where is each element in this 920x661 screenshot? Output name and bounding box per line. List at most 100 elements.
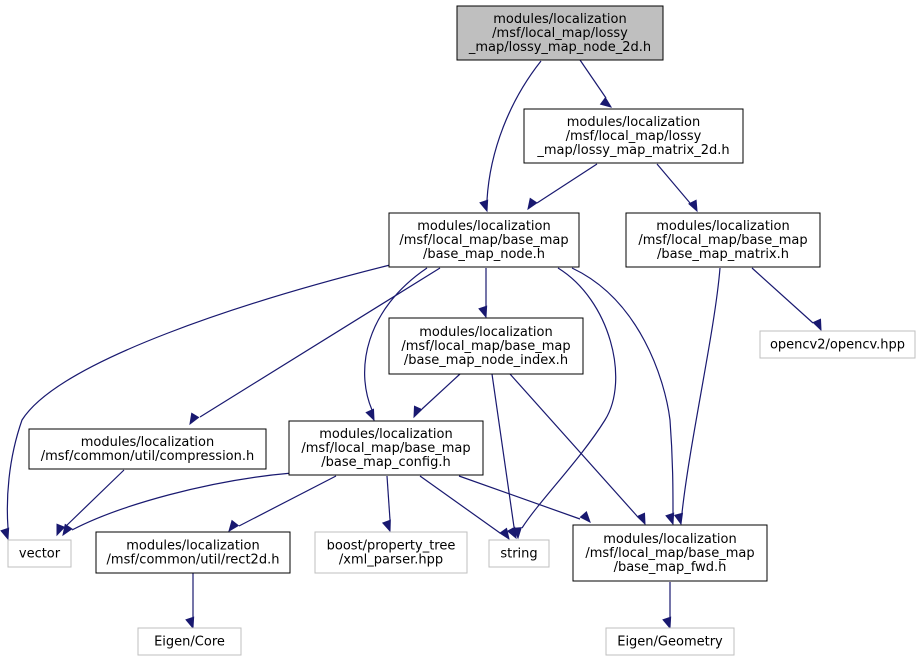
node-label-line: /msf/local_map/base_map — [399, 233, 568, 248]
node-box — [572, 524, 768, 582]
arrow-head-icon — [479, 199, 489, 213]
edge-node_h-to-config_h — [364, 267, 428, 422]
node-label-line: opencv2/opencv.hpp — [770, 338, 905, 353]
node-label-line: /msf/local_map/base_map — [585, 546, 754, 561]
edge-compression-to-vector — [56, 469, 125, 537]
arrow-head-icon — [62, 523, 73, 537]
node-base-map-node-index[interactable]: modules/localization/msf/local_map/base_… — [388, 317, 584, 375]
node-box — [523, 108, 744, 164]
edge-line — [656, 163, 691, 204]
edge-rect2d-to-eigen_core — [185, 573, 195, 630]
node-box — [388, 317, 584, 375]
node-label-line: /base_map_config.h — [321, 455, 450, 470]
node-label-line: /msf/local_map/base_map — [401, 339, 570, 354]
node-vector: vector — [7, 539, 72, 568]
edge-config_h-to-vector — [62, 472, 293, 537]
node-label-line: Eigen/Core — [154, 635, 225, 650]
node-label-line: modules/localization — [656, 219, 789, 234]
node-label-line: modules/localization — [493, 12, 626, 27]
arrow-head-icon — [636, 512, 646, 526]
edge-line — [386, 475, 391, 521]
node-label-line: /base_map_node_index.h — [404, 353, 568, 368]
node-label-line: Eigen/Geometry — [617, 635, 723, 650]
edge-line — [238, 475, 337, 527]
edge-node_h-to-string — [512, 267, 617, 540]
node-label-line: vector — [19, 547, 61, 562]
node-box — [456, 5, 664, 61]
node-opencv: opencv2/opencv.hpp — [759, 330, 916, 359]
node-label-line: modules/localization — [603, 532, 736, 547]
node-label-line: /base_map_matrix.h — [657, 247, 789, 262]
arrow-head-icon — [365, 408, 375, 422]
node-label-line: /base_map_node.h — [423, 247, 545, 262]
node-box — [388, 212, 580, 268]
node-label-line: modules/localization — [419, 325, 552, 340]
node-label-line: modules/localization — [417, 219, 550, 234]
arrow-head-icon — [812, 318, 822, 332]
node-label-line: modules/localization — [126, 539, 259, 554]
node-compression[interactable]: modules/localization/msf/common/util/com… — [28, 428, 267, 470]
arrow-head-icon — [599, 96, 613, 108]
node-label-line: string — [500, 547, 537, 562]
arrow-head-icon — [665, 512, 675, 526]
edge-matrix_h-to-fwd_h — [673, 267, 721, 526]
edge-node_h-to-fwd_h — [571, 267, 675, 526]
edge-line — [458, 475, 581, 520]
edge-line — [536, 163, 598, 204]
edge-fwd_h-to-eigen_geom — [662, 582, 672, 630]
node-label-line: _map/lossy_map_node_2d.h — [468, 40, 651, 55]
arrow-head-icon — [673, 512, 684, 526]
arrow-head-icon — [56, 523, 66, 537]
node-label-line: modules/localization — [81, 435, 214, 450]
node-box — [288, 420, 484, 476]
arrow-head-icon — [688, 199, 698, 213]
node-eigen-core: Eigen/Core — [137, 627, 242, 656]
node-box — [625, 212, 821, 268]
node-lossy-map-matrix-2d[interactable]: modules/localization/msf/local_map/lossy… — [523, 108, 744, 164]
edge-line — [199, 267, 441, 418]
edge-node_h-to-compression — [189, 267, 441, 426]
edge-line — [509, 373, 638, 517]
arrow-head-icon — [499, 527, 510, 541]
node-label-line: /msf/local_map/base_map — [301, 441, 470, 456]
edge-line — [486, 60, 542, 201]
edge-root-to-matrix2d — [579, 59, 613, 108]
node-string: string — [488, 539, 550, 568]
node-label-line: modules/localization — [567, 115, 700, 130]
edge-matrix_h-to-opencv — [751, 267, 822, 332]
edge-line — [571, 267, 674, 514]
edge-index_h-to-string — [491, 373, 517, 540]
edge-config_h-to-xml — [381, 475, 391, 533]
edge-node_h-to-vector — [0, 264, 391, 541]
node-lossy-map-node-2d[interactable]: modules/localization/msf/local_map/lossy… — [456, 5, 664, 61]
arrow-head-icon — [413, 405, 423, 419]
edge-matrix2d-to-matrix_h — [656, 163, 698, 213]
node-base-map-node[interactable]: modules/localization/msf/local_map/base_… — [388, 212, 580, 268]
node-box — [28, 428, 267, 470]
edge-line — [521, 267, 617, 529]
node-label-line: /msf/common/util/rect2d.h — [107, 553, 280, 568]
node-label-line: /msf/local_map/lossy — [492, 26, 628, 41]
node-base-map-fwd[interactable]: modules/localization/msf/local_map/base_… — [572, 524, 768, 582]
edge-line — [491, 373, 515, 528]
edge-line — [419, 475, 501, 534]
node-xml-parser: boost/property_tree/xml_parser.hpp — [314, 531, 468, 574]
edge-node_h-to-index_h — [478, 268, 488, 319]
node-box — [137, 627, 242, 656]
edge-index_h-to-fwd_h — [509, 373, 646, 526]
node-base-map-matrix[interactable]: modules/localization/msf/local_map/base_… — [625, 212, 821, 268]
node-rect2d[interactable]: modules/localization/msf/common/util/rec… — [95, 531, 291, 574]
node-box — [95, 531, 291, 574]
edge-line — [579, 59, 607, 99]
node-box — [605, 627, 735, 656]
arrow-head-icon — [506, 526, 517, 540]
node-label-line: boost/property_tree — [327, 539, 456, 554]
edge-line — [71, 472, 293, 531]
node-base-map-config[interactable]: modules/localization/msf/local_map/base_… — [288, 420, 484, 476]
edge-config_h-to-rect2d — [228, 475, 337, 533]
edge-line — [681, 267, 721, 514]
node-label-line: /xml_parser.hpp — [339, 553, 443, 568]
edge-line — [421, 373, 461, 410]
edge-config_h-to-fwd_h — [458, 475, 591, 524]
